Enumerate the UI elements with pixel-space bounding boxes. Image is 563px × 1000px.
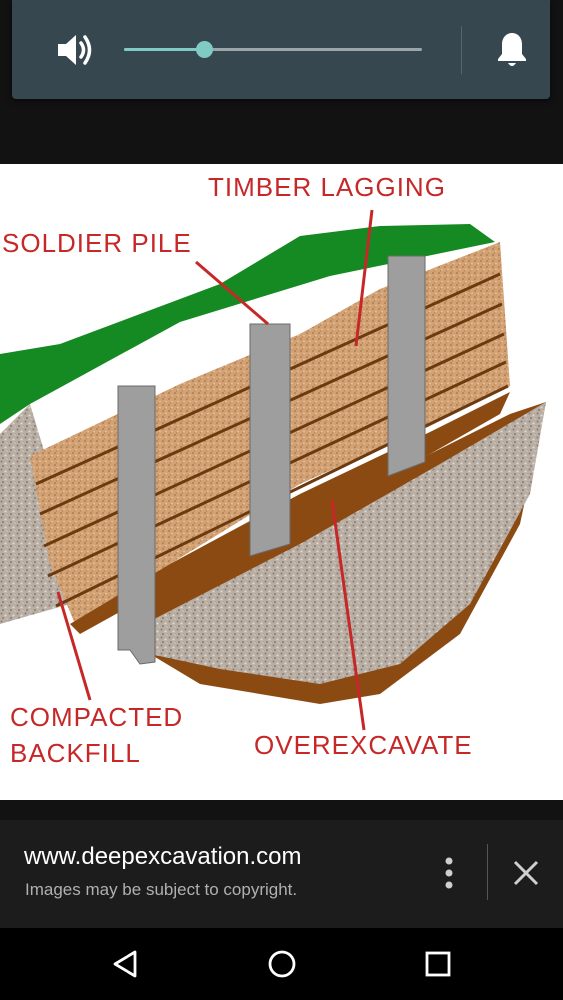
close-icon[interactable] [510,857,542,889]
back-icon[interactable] [108,946,144,982]
home-icon[interactable] [264,946,300,982]
navigation-bar [0,928,563,1000]
volume-slider[interactable] [124,41,422,58]
volume-up-icon[interactable] [56,32,94,68]
diagram-artwork [0,209,546,731]
panel-divider [461,26,462,74]
excavation-diagram: TIMBER LAGGING SOLDIER PILE COMPACTED BA… [0,164,563,800]
copyright-notice: Images may be subject to copyright. [25,880,298,899]
label-soldier-pile: SOLDIER PILE [2,228,192,258]
volume-slider-fill [124,48,205,51]
label-compacted: COMPACTED [10,702,184,732]
bell-icon[interactable] [494,30,530,70]
source-url-link[interactable]: www.deepexcavation.com [24,843,302,870]
label-overexcavate: OVEREXCAVATE [254,730,473,760]
label-backfill: BACKFILL [10,738,141,768]
image-info-bar: www.deepexcavation.com Images may be sub… [0,820,563,928]
info-bar-divider [487,844,488,900]
volume-panel [12,0,550,99]
recents-icon[interactable] [420,946,456,982]
more-vertical-icon[interactable] [440,856,458,892]
label-timber-lagging: TIMBER LAGGING [208,172,446,202]
volume-slider-thumb[interactable] [196,41,214,58]
